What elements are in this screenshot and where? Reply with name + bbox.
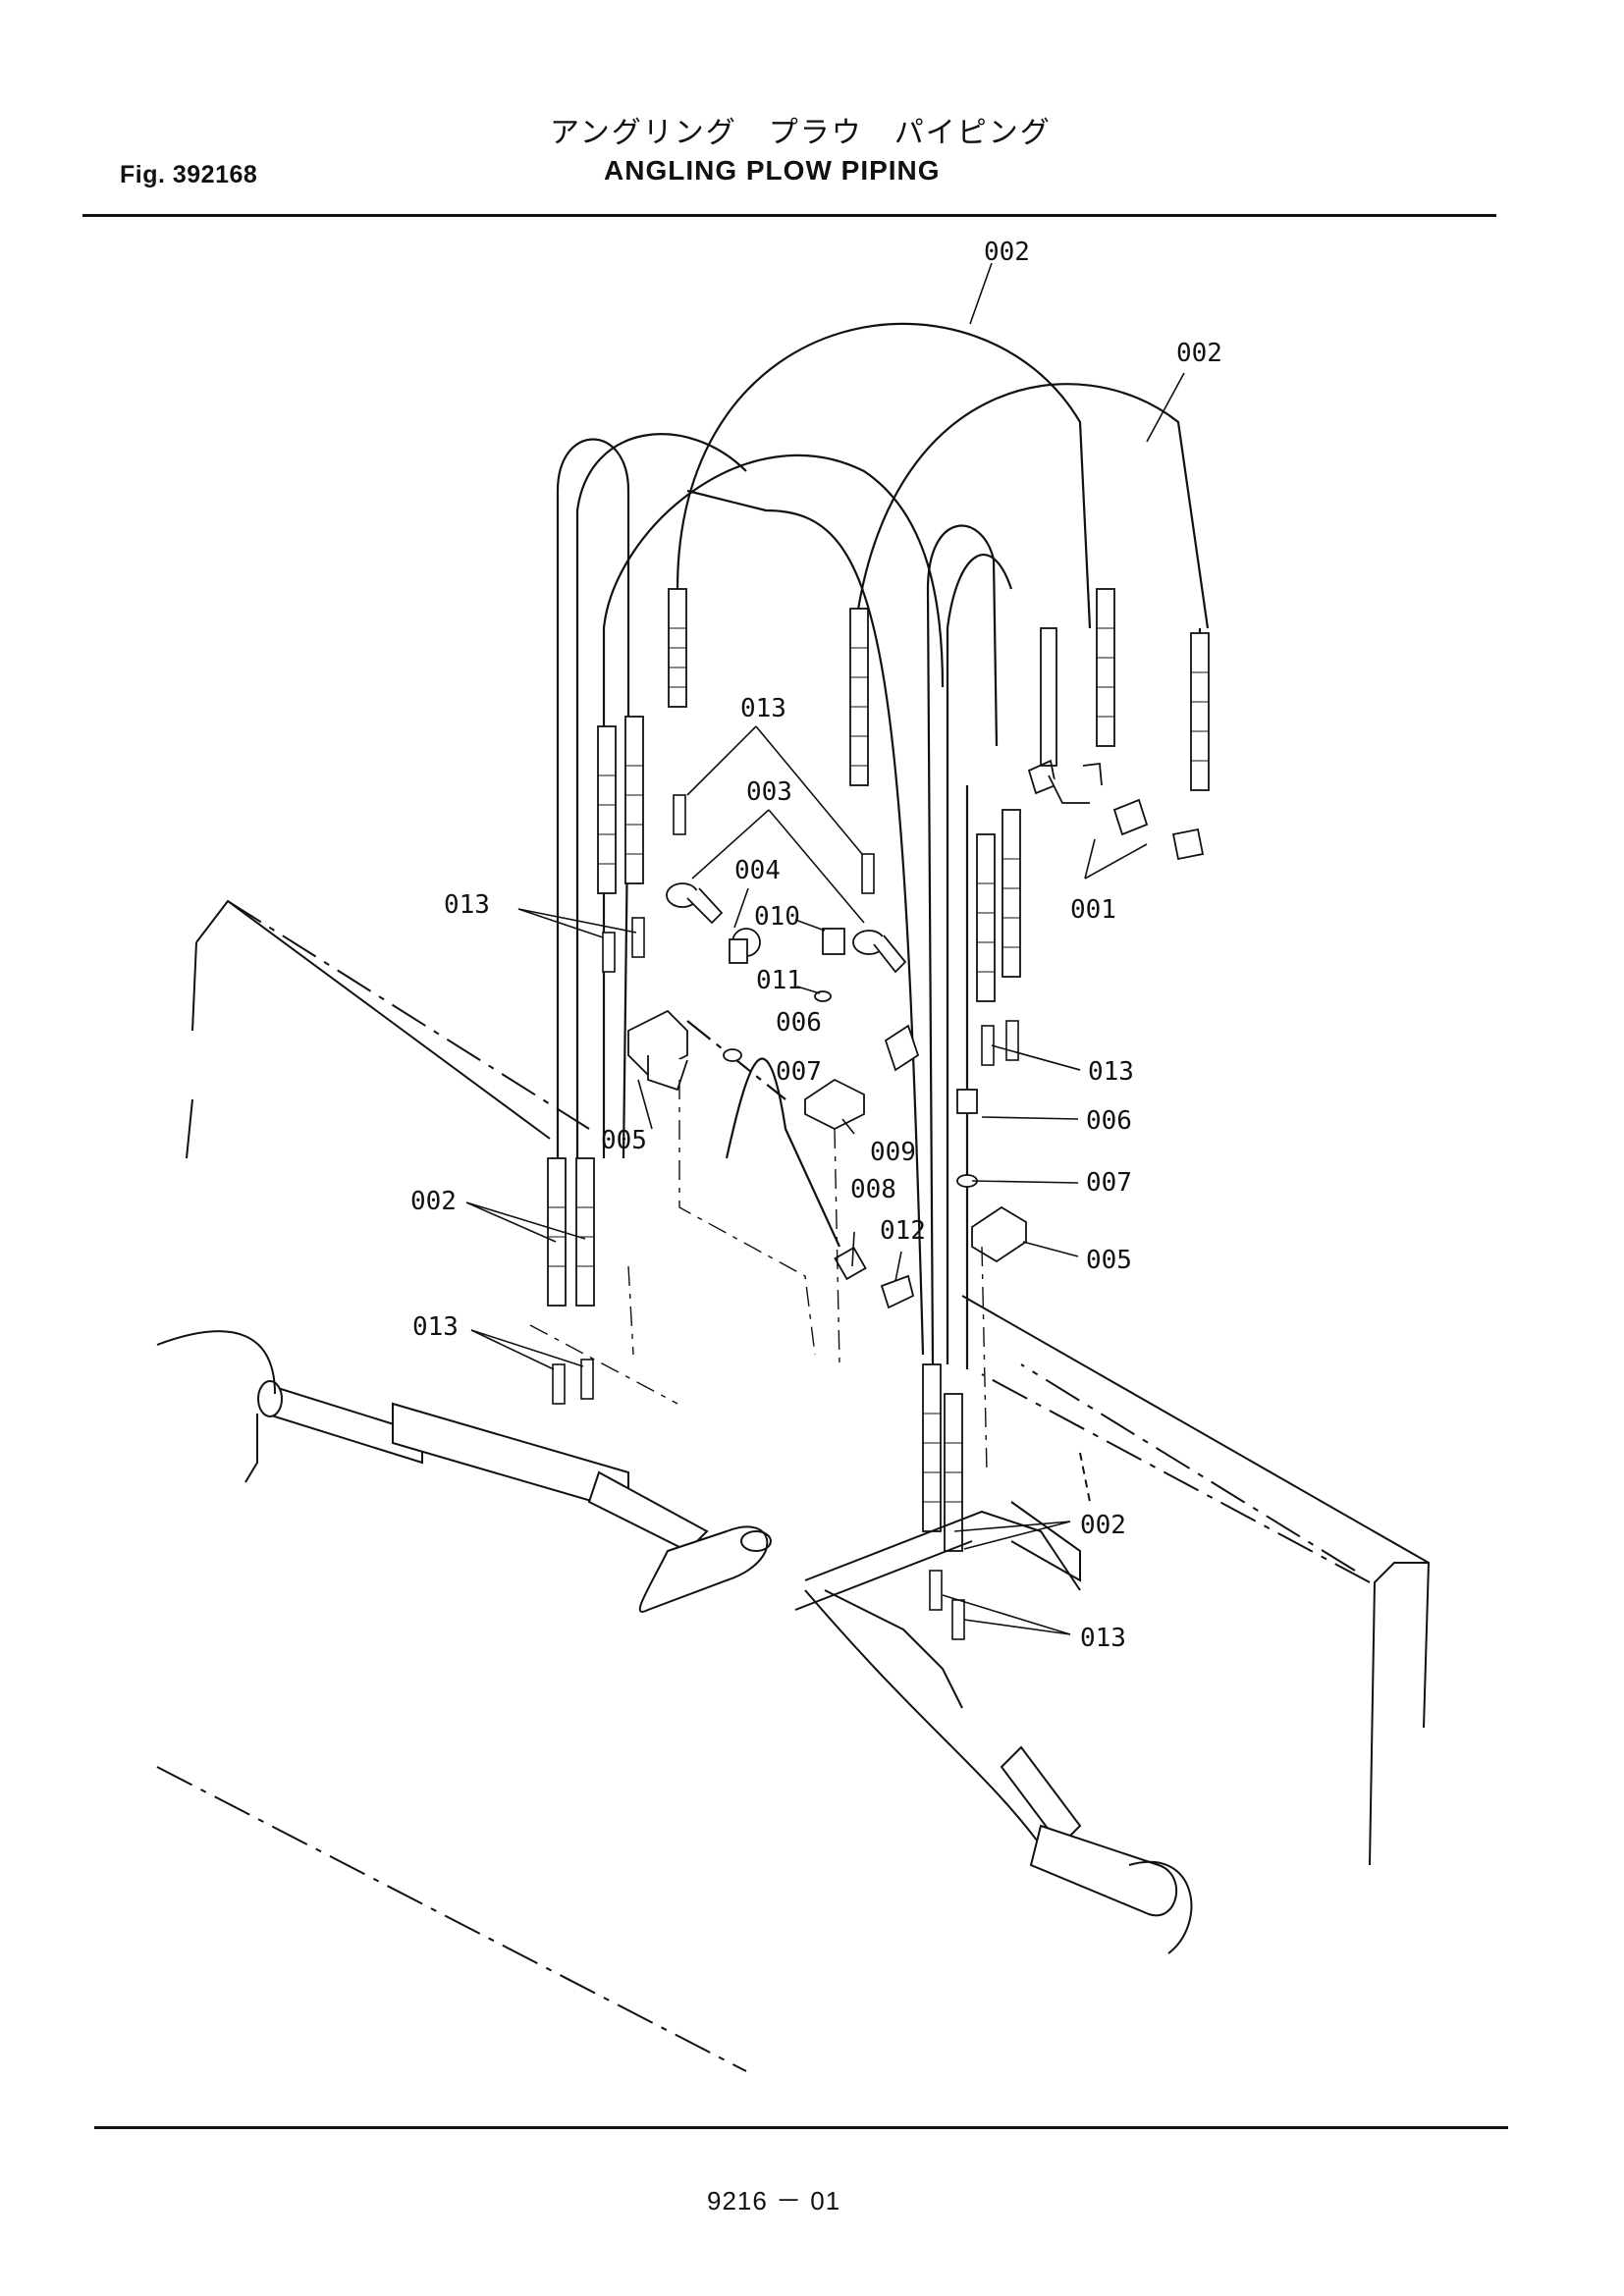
hose-assemblies	[556, 322, 1210, 1369]
callout-label: 007	[776, 1057, 822, 1087]
callout-label: 013	[1080, 1624, 1126, 1653]
hydraulic-cylinders	[156, 1330, 1193, 1954]
fitting-ribs	[548, 627, 1209, 1503]
plow-blade-outline	[156, 899, 1431, 2072]
callout-label: 006	[776, 1008, 822, 1038]
figure-number: Fig. 392168	[120, 161, 258, 188]
assembly-center-lines	[529, 1080, 988, 1473]
footer-rule	[94, 2126, 1508, 2129]
callout-label: 005	[1086, 1246, 1132, 1275]
callout-label: 013	[740, 694, 786, 723]
callout-label: 005	[601, 1126, 647, 1155]
callout-label: 006	[1086, 1106, 1132, 1136]
elbows-and-clamps	[627, 627, 1205, 1309]
callout-label: 013	[1088, 1057, 1134, 1087]
callout-label: 001	[1070, 895, 1116, 925]
title-english: ANGLING PLOW PIPING	[604, 155, 941, 186]
callout-label: 009	[870, 1138, 916, 1167]
callout-label: 013	[412, 1312, 459, 1342]
callout-label: 002	[1176, 339, 1222, 368]
callout-label: 002	[984, 238, 1030, 267]
callout-label: 003	[746, 777, 792, 807]
title-japanese: アングリング プラウ パイピング	[550, 116, 1052, 150]
callout-label: 012	[880, 1216, 926, 1246]
hose-end-fittings	[547, 588, 1210, 1552]
callout-label: 002	[1080, 1511, 1126, 1540]
leader-lines	[465, 262, 1185, 1635]
callout-label: 008	[850, 1175, 896, 1204]
page-code: 9216 － 01	[707, 2186, 841, 2216]
callout-labels: 002 002 013 003 004 010 011 006 007 013 …	[410, 238, 1222, 1653]
callout-label: 010	[754, 902, 800, 932]
callout-label: 004	[734, 856, 781, 885]
callout-label: 007	[1086, 1168, 1132, 1198]
callout-label: 011	[756, 966, 802, 995]
adapter-nipples	[552, 794, 1019, 1640]
callout-label: 002	[410, 1187, 457, 1216]
header-rule	[82, 214, 1496, 217]
callout-label: 013	[444, 890, 490, 920]
